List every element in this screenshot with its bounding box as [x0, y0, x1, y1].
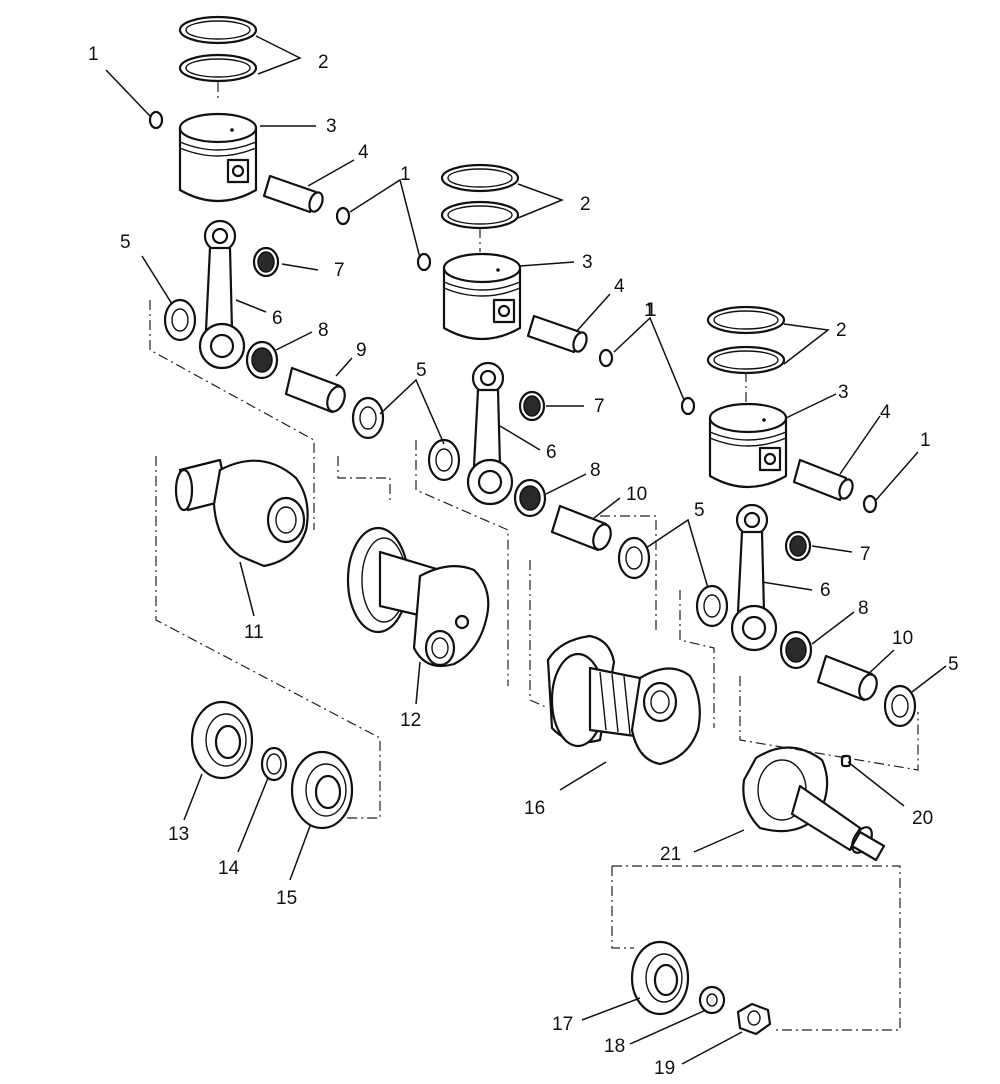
callout-4: 4 — [880, 402, 891, 423]
callout-6: 6 — [546, 442, 557, 463]
thrust-washer-3 — [695, 584, 729, 628]
callout-6: 6 — [272, 308, 283, 329]
circlip-1a — [148, 110, 164, 130]
callout-20: 20 — [912, 808, 933, 829]
assembly-guides — [149, 82, 919, 1031]
callout-3: 3 — [582, 252, 593, 273]
needle-bearing-big-1 — [245, 340, 279, 380]
callout-2: 2 — [318, 52, 329, 73]
thrust-washer-2b — [617, 536, 651, 580]
piston-assembly-2 — [416, 163, 651, 580]
wrist-pin-1 — [262, 174, 324, 214]
washer-18 — [698, 985, 726, 1015]
thrust-washer-2 — [427, 438, 461, 482]
callout-15: 15 — [276, 888, 297, 909]
key-20 — [840, 754, 852, 768]
callout-1: 1 — [644, 300, 655, 321]
callout-2: 2 — [836, 320, 847, 341]
callout-3: 3 — [326, 116, 337, 137]
crank-section-16 — [546, 634, 701, 766]
circlip-2b — [598, 348, 614, 368]
callout-13: 13 — [168, 824, 189, 845]
piston-rings-2 — [440, 163, 520, 230]
callout-16: 16 — [524, 798, 545, 819]
crank-section-11 — [174, 458, 309, 568]
circlip-1b — [335, 206, 351, 226]
piston-2 — [442, 252, 522, 341]
callout-7: 7 — [860, 544, 871, 565]
callout-8: 8 — [858, 598, 869, 619]
main-bearing-15 — [290, 750, 354, 830]
crank-section-21 — [742, 746, 886, 862]
callout-5: 5 — [694, 500, 705, 521]
needle-bearing-small-1 — [252, 246, 280, 278]
needle-bearing-small-3 — [784, 530, 812, 562]
callout-12: 12 — [400, 710, 421, 731]
crank-section-12 — [346, 526, 490, 668]
nut-19 — [736, 1002, 772, 1036]
callout-17: 17 — [552, 1014, 573, 1035]
callout-7: 7 — [334, 260, 345, 281]
thrust-washer-3b — [883, 684, 917, 728]
callout-5: 5 — [948, 654, 959, 675]
callout-8: 8 — [590, 460, 601, 481]
circlip-2a — [416, 252, 432, 272]
callout-18: 18 — [604, 1036, 625, 1057]
piston-3 — [708, 402, 788, 489]
piston-assembly-1 — [148, 15, 385, 440]
circlip-3b — [862, 494, 878, 514]
thrust-washer-1 — [163, 298, 197, 342]
crank-pin-10a — [550, 504, 612, 552]
wrist-pin-3 — [792, 458, 854, 502]
thrust-washer-1b — [351, 396, 385, 440]
callout-11: 11 — [244, 622, 264, 643]
callout-4: 4 — [358, 142, 369, 163]
piston-1 — [178, 112, 258, 203]
callout-14: 14 — [218, 858, 240, 879]
needle-bearing-big-3 — [779, 630, 813, 670]
connecting-rod-3 — [730, 503, 778, 652]
callout-19: 19 — [654, 1058, 675, 1079]
piston-rings-3 — [706, 305, 786, 375]
callout-1: 1 — [88, 44, 99, 65]
callout-10: 10 — [892, 628, 913, 649]
main-bearing-13 — [190, 700, 254, 780]
crank-pin-9 — [284, 366, 346, 414]
connecting-rod-1 — [198, 219, 246, 370]
callout-5: 5 — [416, 360, 427, 381]
main-bearing-17 — [630, 940, 690, 1016]
needle-bearing-small-2 — [518, 390, 546, 422]
callout-3: 3 — [838, 382, 849, 403]
callout-9: 9 — [356, 340, 367, 361]
callouts: 1 2 3 4 1 7 5 6 8 9 2 3 4 1 5 7 6 8 10 2… — [88, 44, 959, 1079]
needle-bearing-big-2 — [513, 478, 547, 518]
callout-1: 1 — [400, 164, 411, 185]
circlip-3a — [680, 396, 696, 416]
callout-10: 10 — [626, 484, 647, 505]
callout-4: 4 — [614, 276, 625, 297]
wrist-pin-2 — [526, 314, 588, 354]
callout-7: 7 — [594, 396, 605, 417]
leader-lines — [105, 35, 947, 1065]
callout-1: 1 — [646, 300, 657, 321]
callout-21: 21 — [660, 844, 681, 865]
connecting-rod-2 — [466, 361, 514, 506]
piston-rings-1 — [178, 15, 258, 83]
callout-2: 2 — [580, 194, 591, 215]
crank-pin-10b — [816, 654, 878, 702]
callout-6: 6 — [820, 580, 831, 601]
snap-ring-14 — [260, 746, 288, 782]
callout-8: 8 — [318, 320, 329, 341]
callout-1: 1 — [920, 430, 931, 451]
callout-5: 5 — [120, 232, 131, 253]
